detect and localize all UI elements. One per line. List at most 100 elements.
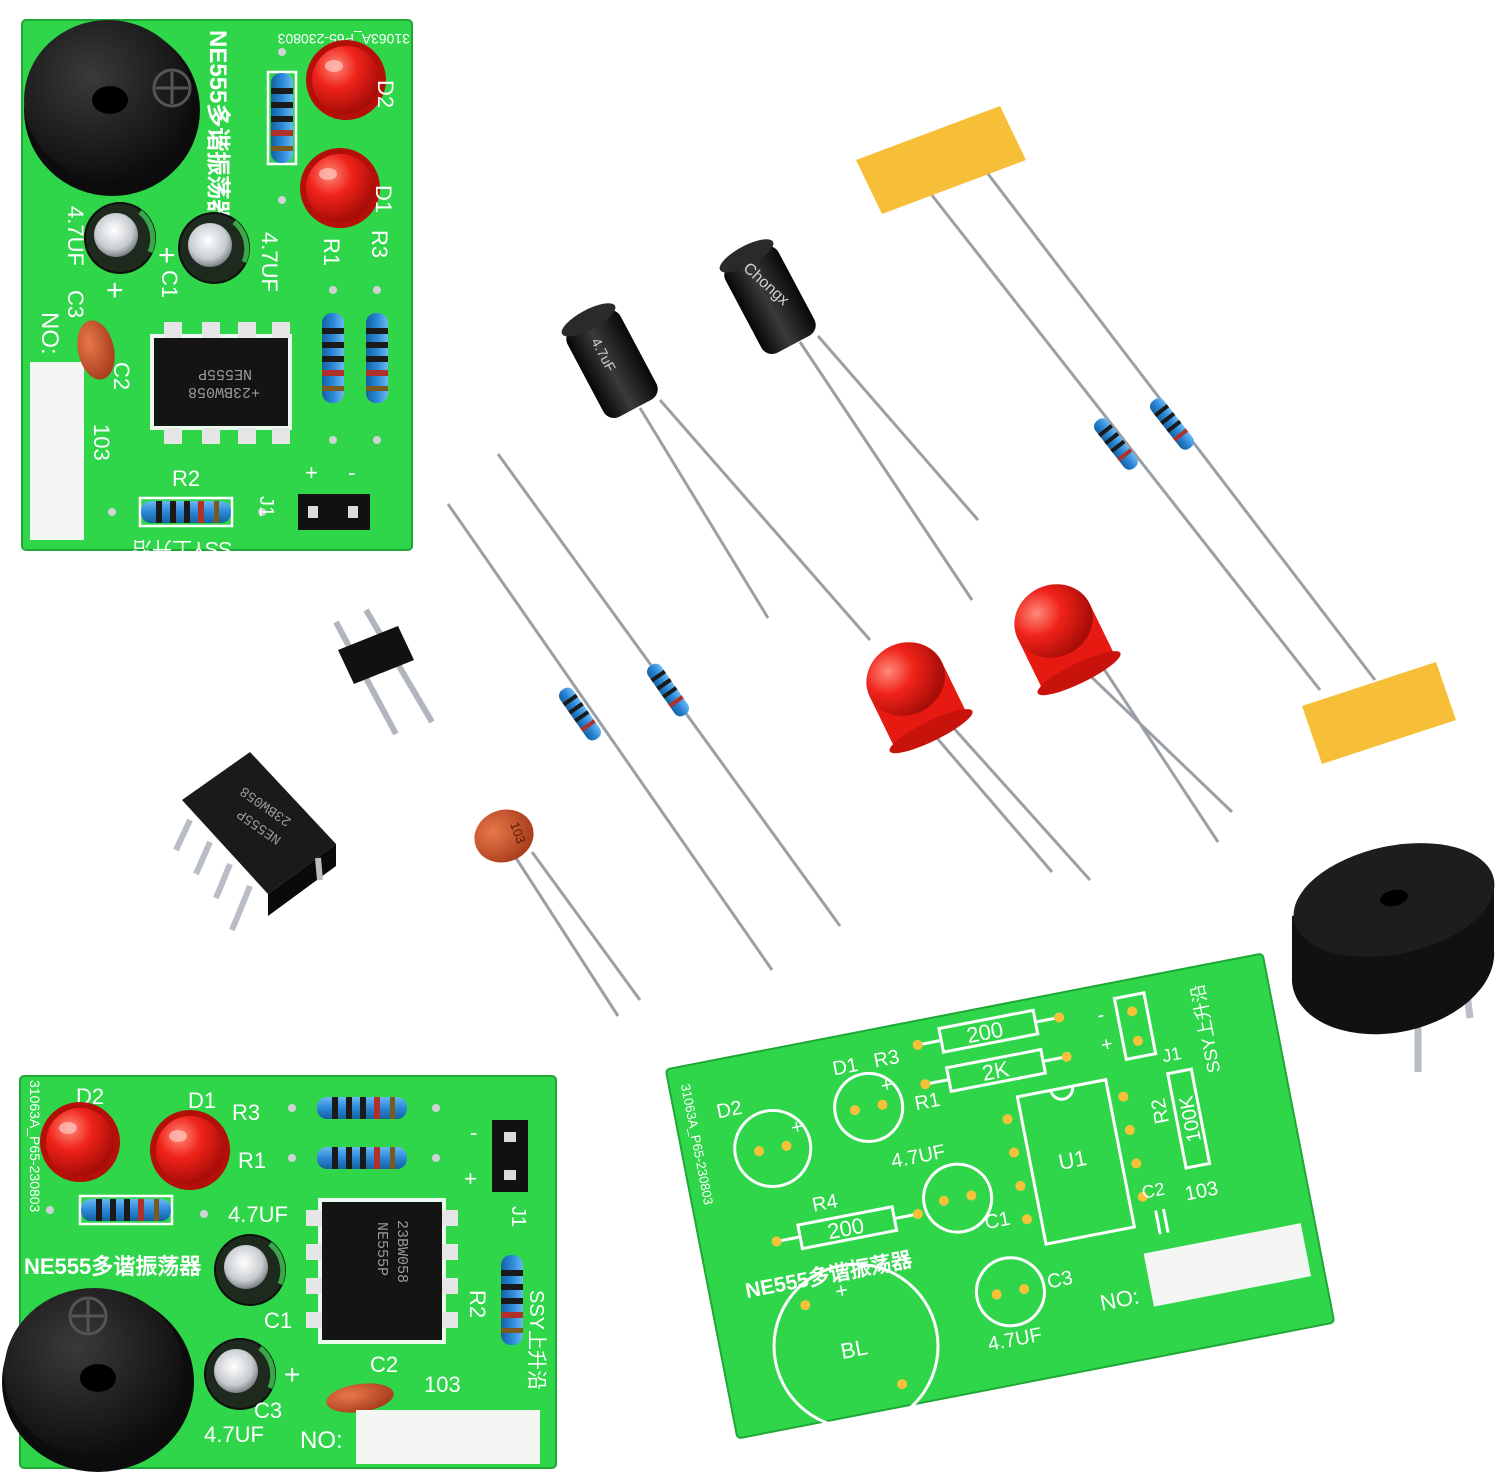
label-r3: R3 bbox=[367, 230, 392, 258]
resistor-r3 bbox=[366, 313, 388, 403]
bare-label-d1: D1 bbox=[831, 1054, 860, 1080]
label-c1: C1 bbox=[157, 270, 182, 298]
label-j1: J1 bbox=[255, 496, 277, 517]
led-d1-bottom bbox=[150, 1110, 230, 1190]
bare-label-bl: BL bbox=[838, 1334, 869, 1364]
resistor-r2 bbox=[138, 496, 234, 528]
pin-header-bottom bbox=[492, 1120, 528, 1192]
plus-header-bottom: + bbox=[464, 1166, 477, 1191]
chip-line2-bottom: NE555P bbox=[373, 1222, 390, 1276]
electrolytic-cap-loose-left: 4.7uF bbox=[561, 303, 872, 641]
serial-box-bottom bbox=[356, 1410, 540, 1464]
board-code: 31063A_P65-230803 bbox=[277, 31, 410, 47]
label-c3: C3 bbox=[63, 290, 88, 318]
ceramic-loose-text: 103 bbox=[507, 820, 529, 846]
tape-top bbox=[856, 106, 1026, 214]
label-r1: R1 bbox=[319, 238, 344, 266]
label-c1-bottom: C1 bbox=[264, 1308, 292, 1333]
ne555-chip-loose: 23BW058 NE555P bbox=[173, 752, 336, 932]
bare-plus: + bbox=[1099, 1033, 1115, 1057]
cap-value-left: 4.7UF bbox=[63, 206, 88, 266]
label-ssy: SSY上升沿 bbox=[132, 537, 232, 560]
serial-box bbox=[30, 362, 84, 540]
label-r1-bottom: R1 bbox=[238, 1148, 266, 1173]
electrolytic-cap-loose-right: Chongx bbox=[719, 239, 980, 601]
cap-value-bottom-bottom: 4.7UF bbox=[204, 1422, 264, 1447]
ne555-chip-bottom: 23BW058 NE555P bbox=[306, 1198, 458, 1344]
resistor-r4-bottom bbox=[78, 1194, 174, 1226]
label-d1-bottom: D1 bbox=[188, 1088, 216, 1113]
ceramic-cap-loose: 103 bbox=[474, 809, 642, 1017]
cap-c1 bbox=[178, 212, 250, 284]
resistor-r1 bbox=[322, 313, 344, 403]
bare-label-r3: R3 bbox=[872, 1046, 901, 1072]
ceramic-value-bottom: 103 bbox=[424, 1372, 461, 1397]
board-title-bottom: NE555多谐振荡器 bbox=[24, 1254, 202, 1279]
bare-label-r4: R4 bbox=[810, 1190, 839, 1216]
plus-header: + bbox=[305, 460, 318, 485]
label-no: NO: bbox=[36, 312, 63, 355]
label-r2: R2 bbox=[172, 466, 200, 491]
bare-label-u1: U1 bbox=[1056, 1145, 1088, 1175]
bare-label-c1: C1 bbox=[983, 1208, 1012, 1234]
bare-label-r1: R1 bbox=[913, 1089, 942, 1115]
cap-value-top-bottom: 4.7UF bbox=[228, 1202, 288, 1227]
bare-plus-d1: + bbox=[879, 1074, 895, 1098]
label-c3-bottom: C3 bbox=[254, 1398, 282, 1423]
chip-line2: NE555P bbox=[198, 365, 252, 382]
chip-line1-bottom: 23BW058 bbox=[393, 1220, 410, 1283]
resistor-r3-bottom bbox=[317, 1097, 407, 1119]
resistor-loose-b bbox=[496, 453, 842, 927]
assembled-board-top: 31063A_P65-230803 NE555多谐振荡器 D2 D1 R1 R3… bbox=[21, 19, 413, 560]
bare-pcb: 31063A_P65-230803 D2 + D1 + R3 R1 200 2K… bbox=[665, 953, 1335, 1439]
ne555-chip: +23BW058 NE555P bbox=[150, 322, 292, 444]
bare-label-c2: C2 bbox=[1140, 1179, 1166, 1203]
label-c2: C2 bbox=[109, 362, 134, 390]
resistor-loose-a bbox=[446, 503, 774, 971]
minus-header: - bbox=[348, 460, 355, 485]
pin-header bbox=[298, 494, 370, 530]
bare-plus-bl: + bbox=[833, 1277, 850, 1304]
led-loose-right bbox=[1014, 584, 1234, 843]
bare-value-2k: 2K bbox=[980, 1056, 1012, 1086]
ceramic-value: 103 bbox=[89, 424, 114, 461]
label-j1-bottom: J1 bbox=[507, 1206, 529, 1227]
chip-line1: +23BW058 bbox=[188, 383, 260, 400]
board-title: NE555多谐振荡器 bbox=[204, 30, 231, 224]
bare-plus-d2: + bbox=[789, 1116, 805, 1140]
label-c2-bottom: C2 bbox=[370, 1352, 398, 1377]
buzzer-loose bbox=[1292, 843, 1495, 1072]
bare-minus: - bbox=[1095, 1004, 1106, 1027]
resistor-r2-bottom bbox=[501, 1255, 523, 1345]
bare-serial-box bbox=[1143, 1223, 1312, 1307]
cap-c1-bottom bbox=[214, 1234, 286, 1306]
ceramic-cap-c2 bbox=[77, 320, 115, 380]
label-d2: D2 bbox=[373, 80, 398, 108]
led-d2-bottom bbox=[40, 1102, 120, 1182]
label-ssy-bottom: SSY上升沿 bbox=[525, 1290, 548, 1390]
board-code-bottom: 31063A_P65-230803 bbox=[27, 1080, 43, 1213]
minus-header-bottom: - bbox=[470, 1120, 477, 1145]
bare-label-r2: R2 bbox=[1147, 1096, 1173, 1125]
plus-c3: + bbox=[106, 274, 124, 307]
tape-bottom bbox=[1302, 662, 1456, 764]
buzzer-on-top-board bbox=[24, 20, 200, 196]
ceramic-cap-bottom bbox=[326, 1383, 394, 1413]
label-d1: D1 bbox=[371, 185, 396, 213]
plus-c3-bottom: + bbox=[284, 1359, 300, 1390]
plus-c1: + bbox=[158, 239, 176, 272]
taped-resistors bbox=[856, 106, 1456, 764]
resistor-r1-bottom bbox=[317, 1147, 407, 1169]
led-loose-left bbox=[866, 642, 1092, 882]
cap-value-right: 4.7UF bbox=[257, 232, 282, 292]
bare-label-j1: J1 bbox=[1160, 1043, 1182, 1066]
resistor-r-top bbox=[266, 70, 298, 166]
label-r2-bottom: R2 bbox=[465, 1290, 490, 1318]
assembled-board-bottom: 31063A_P65-230803 D2 D1 R3 R1 4.7UF NE55… bbox=[2, 1075, 557, 1472]
buzzer-on-bottom-board bbox=[2, 1288, 194, 1472]
label-no-bottom: NO: bbox=[300, 1427, 343, 1454]
cap-c3 bbox=[84, 202, 156, 274]
pin-header-loose bbox=[333, 608, 435, 736]
bare-label-c3: C3 bbox=[1045, 1267, 1074, 1293]
